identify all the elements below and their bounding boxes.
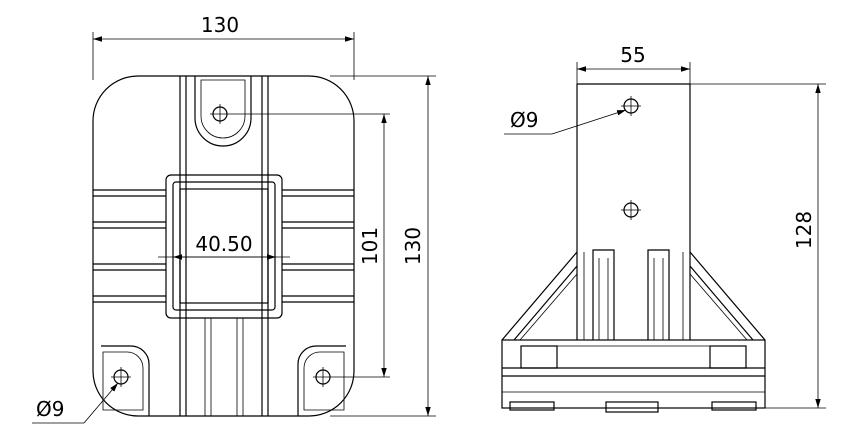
top-view-horizontal-ribs (93, 189, 354, 303)
dim-hole-spacing: 101 (230, 113, 390, 378)
dim-top-hole-dia: Ø9 (32, 382, 119, 424)
side-view-holes (621, 96, 641, 220)
side-view-base (501, 339, 766, 413)
top-view-bottom-right-pocket (297, 345, 346, 416)
dim-side-height: 128 (690, 83, 826, 409)
side-view-upright (576, 83, 691, 340)
dim-side-width-label: 55 (620, 43, 645, 67)
dim-side-width: 55 (576, 43, 691, 84)
dim-square-label: 40.50 (195, 232, 252, 256)
top-view-top-slot (194, 76, 252, 147)
dim-top-hole-dia-label: Ø9 (36, 397, 64, 421)
side-view-gussets (501, 251, 766, 341)
dim-side-hole-dia-label: Ø9 (510, 108, 538, 132)
dim-top-height-label: 130 (401, 227, 425, 265)
dim-square: 40.50 (158, 232, 290, 260)
dim-top-width: 130 (92, 13, 355, 80)
dim-top-width-label: 130 (201, 13, 239, 37)
side-view: 55 128 Ø9 (501, 43, 826, 413)
top-view-outline (92, 75, 355, 417)
top-view: 130 130 101 40.50 Ø9 (32, 13, 436, 424)
top-view-square-tube (165, 174, 283, 319)
dim-side-hole-dia: Ø9 (504, 108, 627, 135)
side-view-slots (592, 249, 670, 340)
top-view-bottom-left-pocket (101, 345, 150, 416)
dim-side-height-label: 128 (792, 211, 816, 249)
dim-top-height: 130 (330, 75, 436, 417)
dim-hole-spacing-label: 101 (358, 227, 382, 265)
